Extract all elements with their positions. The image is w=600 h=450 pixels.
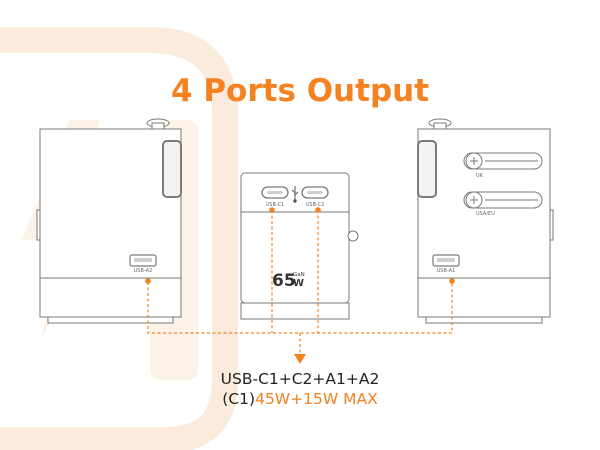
uk-slot-label: UK xyxy=(476,173,484,179)
knob-icon xyxy=(347,230,359,242)
output-power: (C1)45W+15W MAX xyxy=(222,390,378,408)
page-title: 4 Ports Output xyxy=(171,73,429,109)
connector-lines xyxy=(147,210,453,356)
usb-c2-label: USB-C2 xyxy=(306,202,325,208)
usa-eu-slot-label: USA/EU xyxy=(476,211,495,217)
usb-c1-label: USB-C1 xyxy=(266,202,285,208)
badge-number: 65 xyxy=(272,271,296,291)
center-adapter xyxy=(240,172,359,320)
usb-a1-marker xyxy=(449,278,455,284)
badge-unit: W xyxy=(293,278,304,289)
usb-c2-marker xyxy=(315,207,321,213)
arrow-down-icon xyxy=(294,354,306,364)
usb-a2-label: USB-A2 xyxy=(134,268,153,274)
knob-icon xyxy=(146,118,170,130)
usa-eu-slider-slot xyxy=(463,191,543,209)
output-power-prefix: (C1) xyxy=(222,390,255,408)
usb-symbol-icon xyxy=(291,186,299,203)
badge-gan: GaN xyxy=(293,272,305,278)
knob-icon xyxy=(428,118,452,130)
connector-dots xyxy=(145,207,455,284)
uk-slider-slot xyxy=(463,152,543,170)
usb-a1-label: USB-A1 xyxy=(437,268,456,274)
usb-c1-marker xyxy=(269,207,275,213)
output-combination: USB-C1+C2+A1+A2 xyxy=(221,370,380,388)
left-adapter xyxy=(36,118,182,324)
usb-a2-marker xyxy=(145,278,151,284)
right-adapter xyxy=(417,118,554,324)
wattage-badge: 65 GaN W xyxy=(272,271,305,291)
output-power-highlight: 45W+15W MAX xyxy=(255,390,378,408)
